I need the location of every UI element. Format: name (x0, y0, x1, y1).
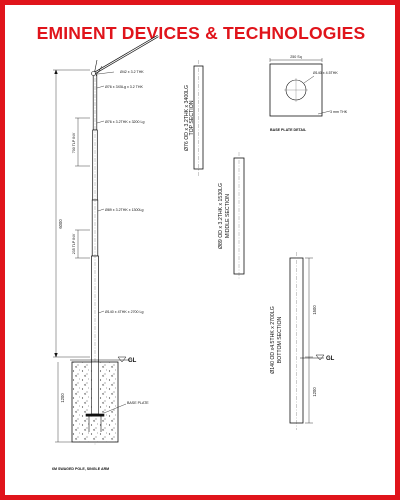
main-drawing-title: 6M SWAGED POLE, SINGLE ARM (52, 467, 109, 471)
base-plate-size-label: 250 Sq (290, 55, 301, 59)
bottom-ground-marker (300, 354, 325, 361)
top-section-detail: Ø76 OD x 3.2THK x 3400LG TOP SECTION (184, 60, 204, 176)
top-section-size-label: Ø76 OD x 3.2THK x 3400LG (184, 85, 190, 151)
upper-swage-dimension: 700 TLP INV (72, 132, 76, 153)
arm-label: Ø42 x 3.2 THK (120, 70, 144, 74)
base-plate (85, 413, 105, 417)
foundation-depth-dimension: 1200 (60, 393, 65, 403)
top-section-name-label: TOP SECTION (189, 100, 195, 135)
middle-section-name-label: MIDDLE SECTION (225, 194, 231, 238)
base-plate-bolt-label: Ø140 x 4.5THK (313, 71, 338, 75)
bottom-section-lower-dimension: 1200 (312, 387, 317, 397)
pole-arm (91, 34, 159, 77)
ground-level-label: GL (128, 358, 137, 364)
bottom-section-name-label: BOTTOM SECTION (277, 316, 283, 363)
lower-section-label: Ø140 x 4THK x 2700 Lg (105, 310, 144, 314)
middle-section-detail: Ø89 OD x 3.2THK x 1530LG MIDDLE SECTION (218, 152, 245, 280)
base-plate-label: BASE PLATE (127, 401, 149, 405)
bottom-section-upper-dimension: 1500 (312, 305, 317, 315)
bottom-section-detail: Ø140 OD x4.5THK x 2700LG BOTTOM SECTION … (270, 252, 335, 430)
top-tube-label: Ø76 x 3X5Lg x 3.2 THK (105, 85, 143, 89)
overall-height-dimension: 6000 (58, 219, 63, 229)
upper-section-label: Ø76 x 3.2THK x 3200 Lg (105, 120, 145, 124)
main-pole-elevation: Ø42 x 3.2 THK Ø76 x 3X5Lg x 3.2 THK Ø76 … (52, 34, 159, 471)
overall-dimension (53, 69, 90, 358)
ground-level-marker (70, 356, 130, 363)
company-banner: EMINENT DEVICES & TECHNOLOGIES (36, 23, 366, 43)
bottom-ground-label: GL (326, 356, 335, 362)
middle-section-label: Ø89 x 3.2THK x 1300Lg (105, 208, 144, 212)
base-plate-thickness-label: 3 mm THK (330, 110, 348, 114)
base-plate-detail: 250 Sq Ø140 x 4.5THK 3 mm THK BASE PLATE… (269, 55, 348, 132)
middle-section-size-label: Ø89 OD x 3.2THK x 1530LG (218, 183, 224, 249)
base-plate-detail-title: BASE PLATE DETAIL (270, 128, 307, 132)
bottom-section-size-label: Ø140 OD x4.5THK x 2700LG (270, 306, 276, 373)
middle-swage-dimension: 235 TLP INV (72, 233, 76, 254)
